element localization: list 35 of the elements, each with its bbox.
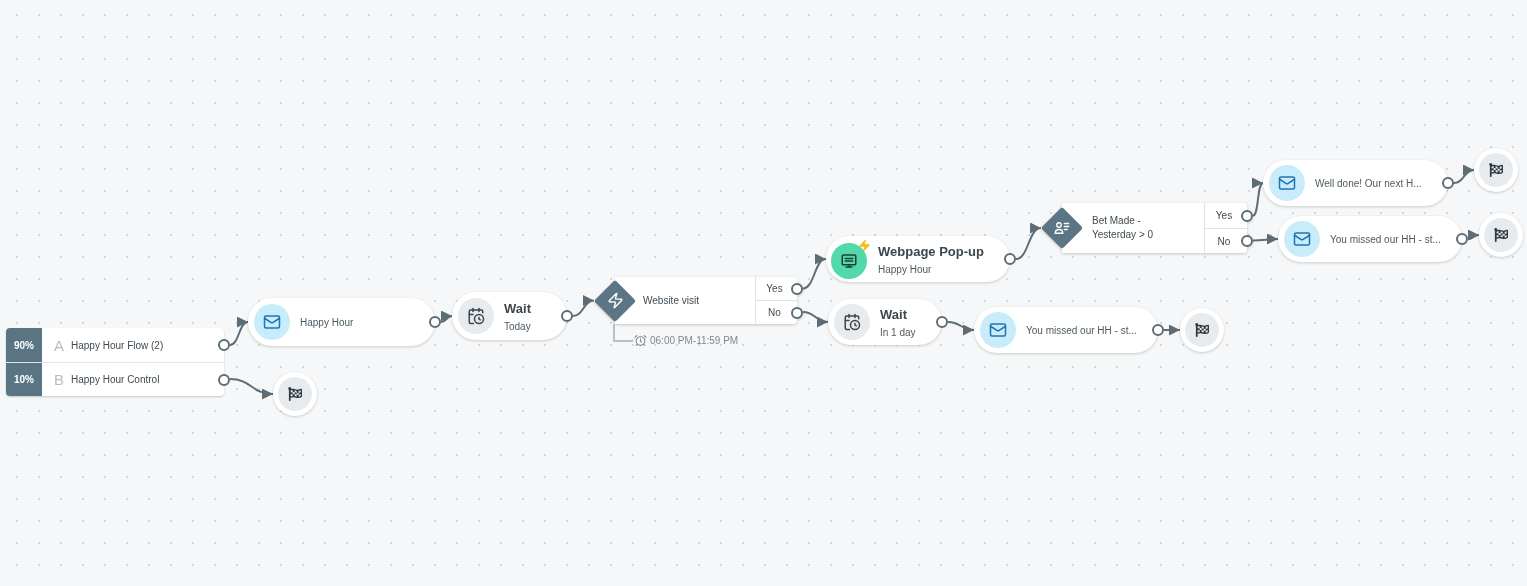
branch-label: Yes [1215, 210, 1233, 221]
step-subtitle: You missed our HH - st... [1330, 233, 1441, 245]
connector-arrow [1015, 224, 1042, 260]
split-percentage: 10% [6, 363, 42, 396]
connector-arrow [1252, 233, 1279, 245]
connector-arrow [229, 318, 249, 346]
connector-arrow [802, 256, 827, 290]
variant-letter: B [54, 371, 65, 388]
connector-arrow [1453, 165, 1475, 184]
step-subtitle: Happy Hour [878, 263, 933, 275]
step-subtitle: Happy Hour [300, 316, 354, 328]
branch-label: Yes [766, 283, 783, 294]
split-percentage: 90% [6, 328, 42, 362]
connector-arrow [440, 311, 453, 323]
condition-text: Bet Made - Yesterday > 0 [1092, 214, 1155, 242]
step-title: Wait [504, 300, 531, 316]
connector-arrow [802, 311, 829, 327]
step-title: Wait [880, 306, 908, 322]
connector-arrow [572, 296, 595, 317]
step-subtitle: Today [504, 320, 531, 332]
step-subtitle: In 1 day [880, 326, 916, 338]
step-subtitle: Well done! Our next H... [1315, 177, 1422, 189]
variant-letter: A [54, 336, 65, 354]
step-title: Webpage Pop-up [878, 243, 984, 259]
time-window-label: 06:00 PM-11:59 PM [650, 335, 739, 347]
connector-arrow [1163, 324, 1181, 336]
branch-label: No [768, 307, 781, 318]
connector-arrow [229, 378, 274, 399]
variant-name: Happy Hour Control [71, 374, 160, 385]
connector-arrow [947, 321, 975, 335]
connector-arrow [1467, 230, 1480, 242]
condition-text: Website visit [643, 293, 700, 308]
variant-name: Happy Hour Flow (2) [71, 339, 164, 351]
step-subtitle: You missed our HH - st... [1026, 324, 1137, 336]
branch-label: No [1217, 235, 1231, 247]
